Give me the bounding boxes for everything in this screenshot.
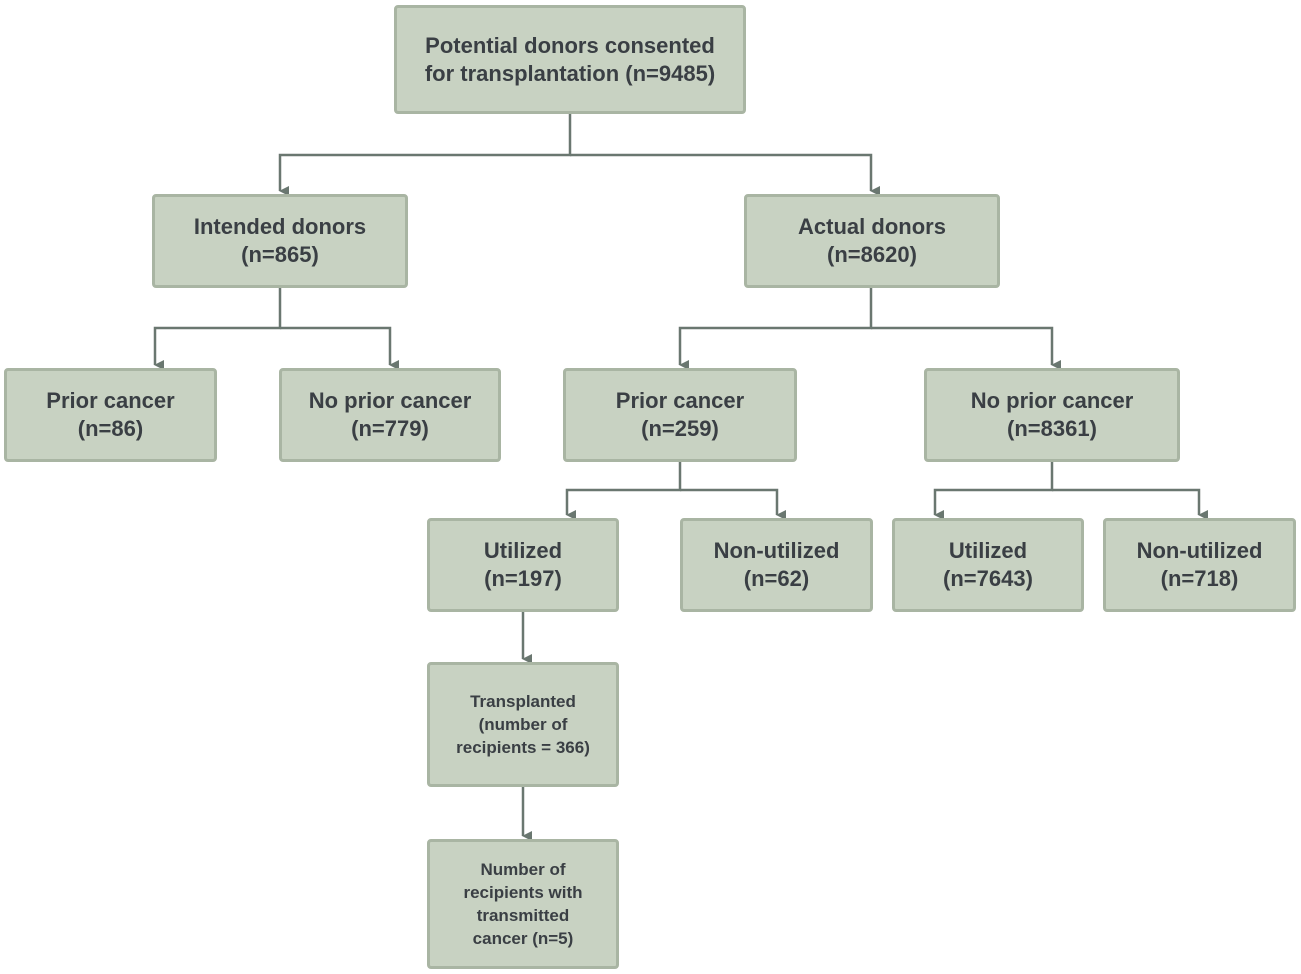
node-text: for transplantation (n=9485) (424, 60, 716, 86)
node-text: Non-utilized (1136, 538, 1263, 563)
node-prior-non-utilized: Non-utilized (n=62) (680, 518, 873, 612)
node-text: Number of (480, 860, 566, 879)
node-actual-donors: Actual donors (n=8620) (744, 194, 1000, 288)
node-text: Utilized (948, 538, 1028, 563)
connector-prior-to-non-utilized (680, 488, 786, 520)
node-intended-no-prior-cancer: No prior cancer (n=779) (279, 368, 501, 462)
node-text: transmitted (476, 906, 570, 925)
node-text: (n=259) (641, 416, 719, 441)
node-transmitted-cancer: Number of recipients with transmitted ca… (427, 839, 619, 969)
node-no-prior-utilized: Utilized (n=7643) (892, 518, 1084, 612)
node-text: (n=8620) (827, 242, 917, 267)
node-text: Prior cancer (46, 388, 175, 413)
node-text: Actual donors (798, 214, 946, 239)
node-text: Prior cancer (615, 388, 745, 413)
node-text: No prior cancer (970, 388, 1134, 413)
connector-potential-to-intended (278, 114, 572, 196)
node-no-prior-non-utilized: Non-utilized (n=718) (1103, 518, 1296, 612)
node-actual-prior-cancer: Prior cancer (n=259) (563, 368, 797, 462)
connector-actual-to-no-prior (871, 326, 1061, 370)
node-actual-no-prior-cancer: No prior cancer (n=8361) (924, 368, 1180, 462)
node-text: Transplanted (470, 692, 576, 711)
connector-no-prior-to-utilized (933, 462, 1054, 520)
node-text: Non-utilized (713, 538, 840, 563)
node-intended-donors: Intended donors (n=865) (152, 194, 408, 288)
node-prior-utilized: Utilized (n=197) (427, 518, 619, 612)
node-text: (n=779) (351, 416, 429, 441)
node-text: (n=86) (77, 416, 144, 441)
node-text: No prior cancer (308, 388, 472, 413)
node-text: recipients with (463, 883, 583, 902)
node-text: (n=8361) (1007, 416, 1097, 441)
connector-intended-to-no-prior (280, 326, 399, 370)
node-text: (n=197) (484, 566, 562, 591)
node-intended-prior-cancer: Prior cancer (n=86) (4, 368, 217, 462)
connector-potential-to-actual (570, 153, 880, 196)
node-text: recipients = 366) (456, 738, 590, 757)
node-text: (n=7643) (943, 566, 1033, 591)
connector-actual-to-prior (678, 288, 873, 370)
connector-no-prior-to-non-utilized (1052, 488, 1208, 520)
connector-prior-to-utilized (565, 462, 682, 520)
node-text: (number of (478, 715, 568, 734)
node-transplanted: Transplanted (number of recipients = 366… (427, 662, 619, 787)
node-text: (n=62) (743, 566, 810, 591)
node-text: Intended donors (193, 214, 367, 239)
connector-intended-to-prior (153, 288, 282, 370)
node-text: (n=718) (1160, 566, 1239, 591)
node-text: cancer (n=5) (472, 929, 574, 948)
node-potential-donors: Potential donors consented for transplan… (394, 5, 746, 114)
node-text: (n=865) (241, 242, 319, 267)
node-text: Utilized (483, 538, 563, 563)
node-text: Potential donors consented (425, 32, 715, 58)
